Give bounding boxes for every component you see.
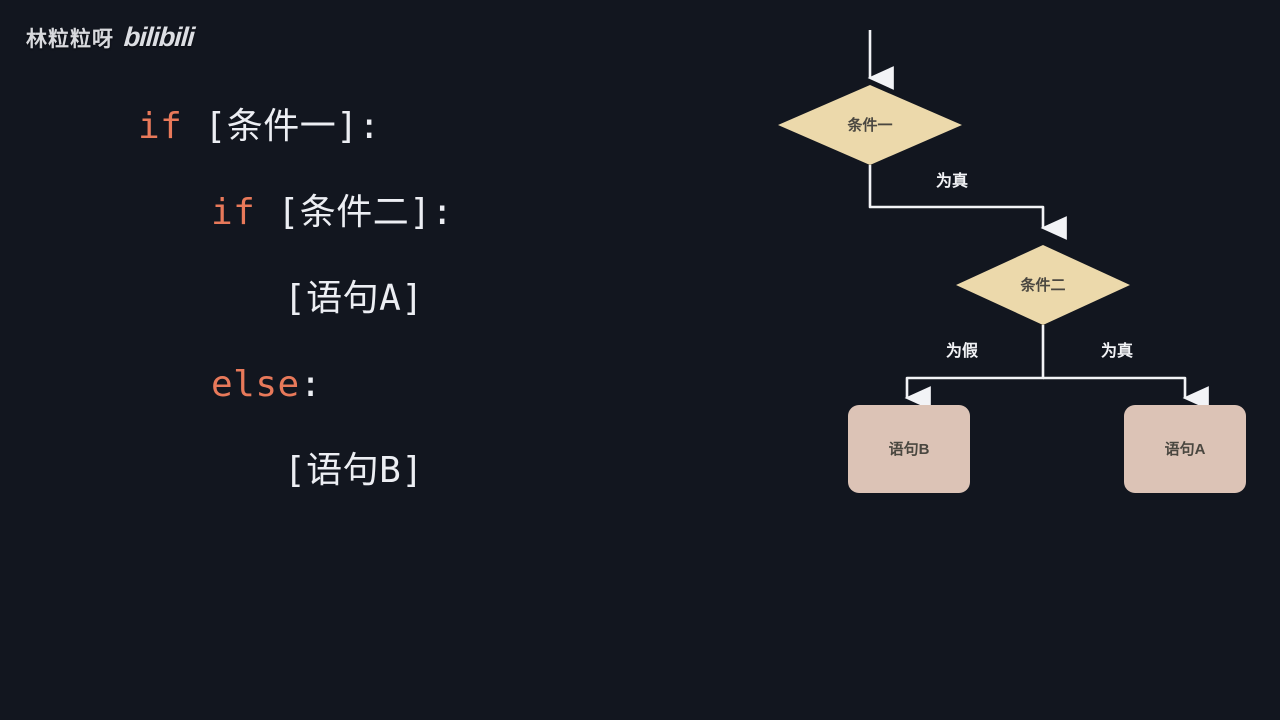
- code-line-4: else:: [0, 342, 620, 428]
- keyword-if-inner: if: [211, 192, 256, 233]
- code-line-4-rest: :: [299, 364, 322, 405]
- decision-node-condition-1-label: 条件一: [846, 116, 892, 134]
- code-line-5: [语句B]: [0, 428, 620, 514]
- process-node-statement-a: [1124, 405, 1246, 493]
- code-line-1: if [条件一]:: [0, 84, 620, 170]
- edge-condition1-true: [868, 165, 1067, 240]
- watermark: 林粒粒呀 bilibili: [26, 22, 196, 53]
- bilibili-logo: bilibili: [122, 22, 196, 52]
- edge-condition2-true: [1043, 376, 1209, 410]
- code-line-3-rest: [语句A]: [284, 278, 424, 319]
- code-line-3: [语句A]: [0, 256, 620, 342]
- code-line-2-rest: [条件二]:: [255, 192, 454, 233]
- code-block: if [条件一]: if [条件二]: [语句A] else: [语句B]: [0, 84, 620, 514]
- keyword-else: else: [211, 364, 300, 405]
- keyword-if-outer: if: [138, 106, 183, 147]
- edge-label-condition1-true: 为真: [936, 171, 968, 190]
- process-node-statement-a-label: 语句A: [1165, 440, 1206, 458]
- code-line-5-rest: [语句B]: [284, 450, 424, 491]
- code-line-1-rest: [条件一]:: [182, 106, 381, 147]
- edge-condition2-false: [904, 325, 1045, 410]
- decision-node-condition-2-label: 条件二: [1019, 276, 1065, 294]
- watermark-author-name: 林粒粒呀: [26, 27, 114, 51]
- code-line-2: if [条件二]:: [0, 170, 620, 256]
- decision-node-condition-2: [956, 245, 1130, 325]
- edge-label-condition2-true: 为真: [1101, 341, 1133, 360]
- process-node-statement-b: [848, 405, 970, 493]
- edge-label-condition2-false: 为假: [946, 341, 979, 360]
- process-node-statement-b-label: 语句B: [889, 440, 930, 458]
- decision-node-condition-1: [778, 85, 962, 165]
